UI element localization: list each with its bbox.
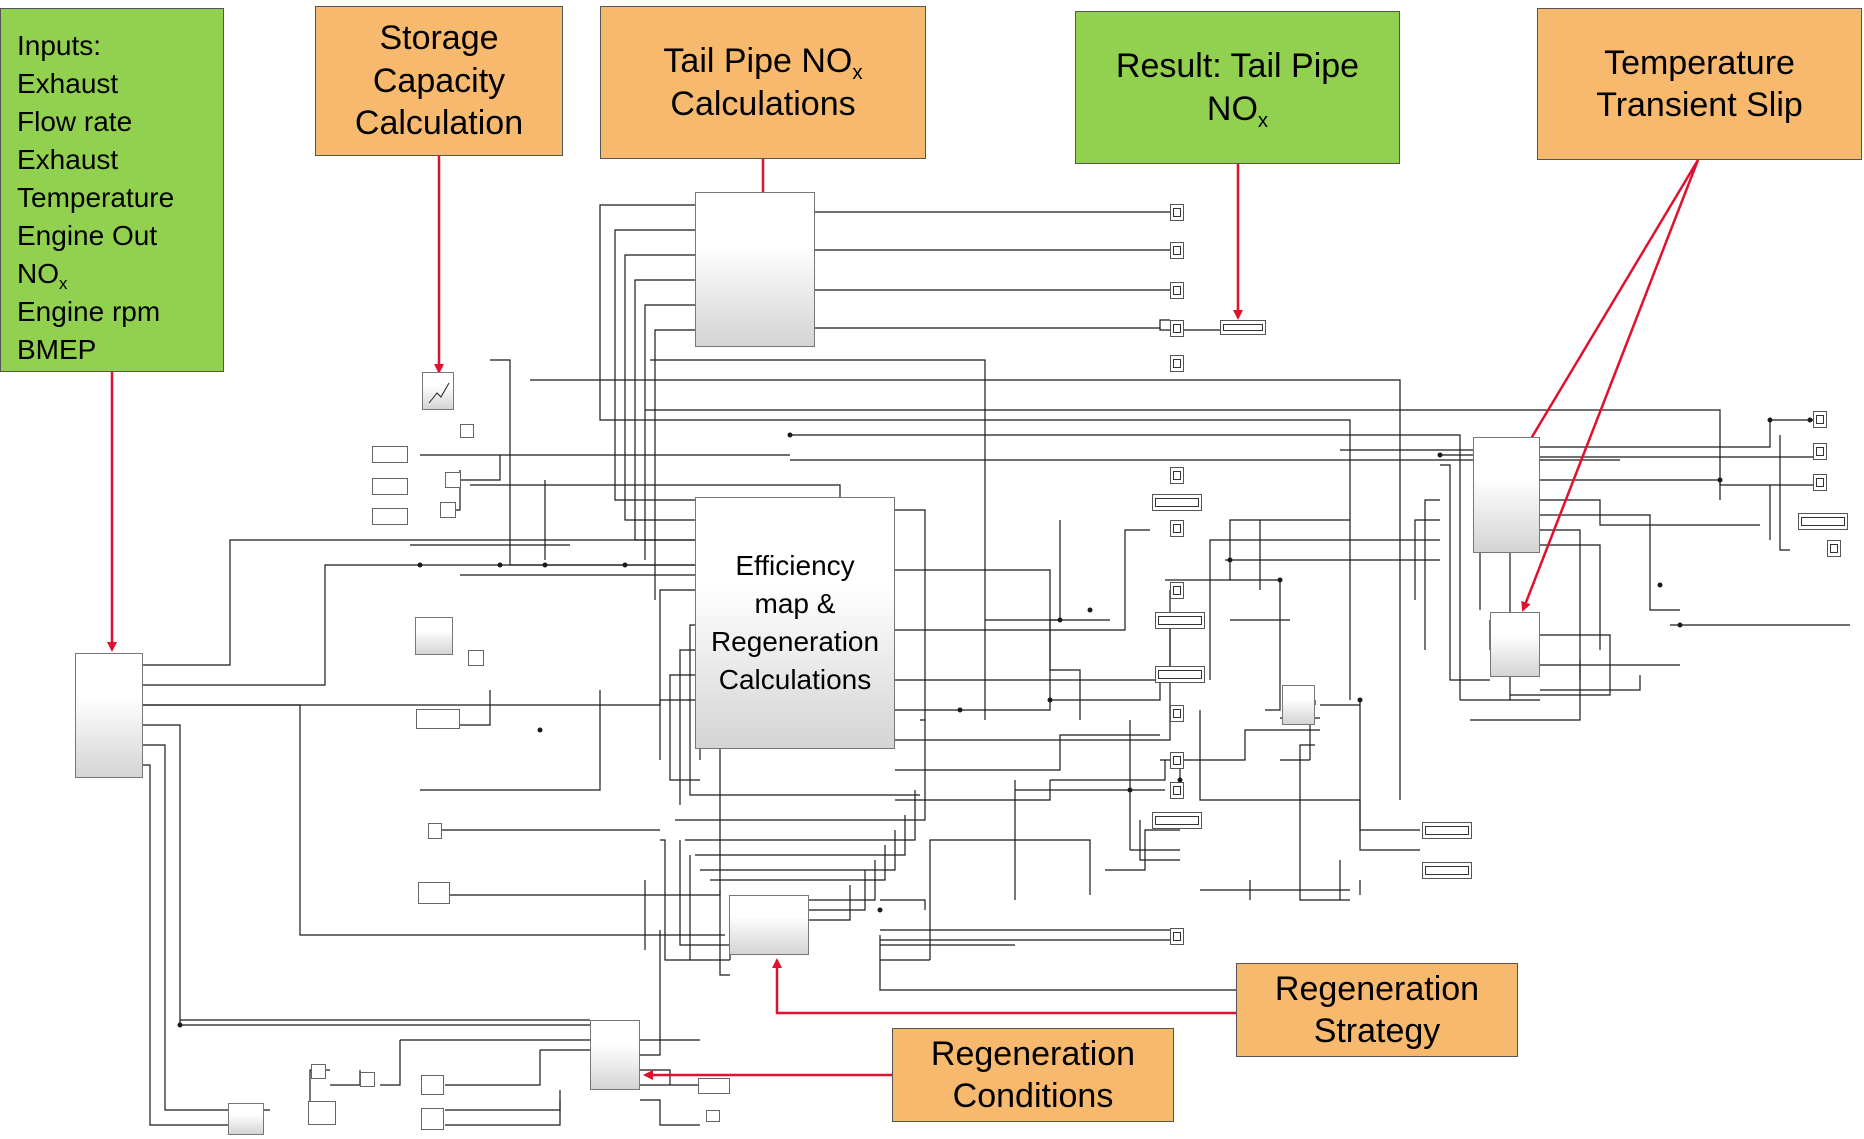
- transient-slip-callout: Temperature Transient Slip: [1537, 8, 1862, 160]
- display-block: [1155, 666, 1205, 683]
- transient-line-2: Transient Slip: [1596, 86, 1803, 124]
- transient-line-1: Temperature: [1604, 43, 1795, 82]
- gain-block: [311, 1064, 326, 1079]
- inputs-line-6: Engine Out: [17, 220, 158, 251]
- constant-block: [428, 823, 442, 839]
- tailpipe-nox-display: [1220, 320, 1266, 335]
- inputs-line-7: NOx: [17, 255, 67, 293]
- switch-block: [468, 650, 484, 666]
- lookup-curve-icon: [428, 382, 450, 404]
- scope-block: [1170, 752, 1184, 769]
- result-nox: NO: [1206, 89, 1258, 128]
- display-block: [1152, 812, 1202, 829]
- display-block: [1422, 862, 1472, 879]
- outport-block: [706, 1110, 720, 1122]
- transient-slip-subsystem-a: [1473, 437, 1540, 553]
- scope-block: [1170, 582, 1184, 599]
- tailpipe-line-1: Tail Pipe NOx: [663, 40, 862, 83]
- display-block: [1422, 822, 1472, 839]
- inputs-line-5: Temperature: [17, 182, 175, 213]
- display-block: [1155, 612, 1205, 629]
- inport-block: [372, 446, 408, 463]
- constant-block: [421, 1075, 444, 1095]
- inputs-line-9: BMEP: [17, 334, 97, 365]
- inputs-nox-sub: x: [59, 273, 68, 293]
- tailpipe-nox-subsystem-block: [695, 192, 815, 347]
- scope-block: [1170, 242, 1184, 259]
- result-line-2: NOx: [1207, 88, 1268, 131]
- constant-block: [416, 709, 460, 729]
- regen-conditions-line-2: Conditions: [952, 1077, 1114, 1115]
- constant-block: [308, 1101, 336, 1125]
- main-block-line-3: Regeneration: [710, 626, 880, 657]
- regeneration-conditions-block: [590, 1020, 640, 1090]
- regeneration-conditions-callout: Regeneration Conditions: [892, 1028, 1174, 1122]
- mux-block-right: [1282, 685, 1315, 725]
- tailpipe-line-2: Calculations: [670, 84, 856, 123]
- regen-strategy-line-1: Regeneration: [1274, 969, 1480, 1008]
- scope-block: [1170, 467, 1184, 484]
- scope-block: [1170, 320, 1184, 337]
- scope-block: [1170, 782, 1184, 799]
- scope-block: [1170, 520, 1184, 537]
- scope-block: [1170, 355, 1184, 372]
- sum-block: [460, 424, 474, 438]
- result-line-1: Result: Tail Pipe: [1115, 47, 1360, 85]
- lookup-table-1d: [422, 372, 454, 410]
- efficiency-regeneration-subsystem-block[interactable]: Efficiency map & Regeneration Calculatio…: [695, 497, 895, 749]
- scope-block: [1813, 474, 1827, 491]
- transient-slip-subsystem-b: [1490, 612, 1540, 677]
- main-block-line-2: map &: [754, 588, 836, 619]
- inputs-callout: Inputs: Exhaust Flow rate Exhaust Temper…: [0, 8, 224, 372]
- inputs-line-8: Engine rpm: [17, 296, 161, 327]
- inputs-line-4: Exhaust: [17, 144, 119, 175]
- main-block-label: Efficiency map & Regeneration Calculatio…: [696, 498, 894, 748]
- constant-block: [421, 1108, 444, 1130]
- tailpipe-nox-callout: Tail Pipe NOx Calculations: [600, 6, 926, 159]
- tailpipe-title: Tail Pipe NO: [663, 42, 853, 80]
- gain-block: [360, 1072, 375, 1087]
- tailpipe-sub: x: [852, 62, 863, 85]
- regeneration-strategy-block: [729, 895, 809, 955]
- inport-block: [372, 508, 408, 525]
- scope-block: [1827, 540, 1841, 557]
- inputs-line-2: Exhaust: [17, 68, 119, 99]
- signal-wires: [142, 204, 1850, 1126]
- constant-block: [418, 882, 450, 904]
- inport-block: [372, 478, 408, 495]
- storage-capacity-callout: Storage Capacity Calculation: [315, 6, 563, 156]
- sum-block: [445, 472, 461, 488]
- inputs-line-3: Flow rate: [17, 106, 133, 137]
- display-block: [1152, 494, 1202, 511]
- red-arrows: [107, 155, 1700, 1080]
- lookup-table-2d: [415, 617, 453, 655]
- outport-block: [698, 1078, 730, 1094]
- scope-block: [1813, 411, 1827, 428]
- scope-block: [1170, 282, 1184, 299]
- result-callout: Result: Tail Pipe NOx: [1075, 11, 1400, 164]
- lookup-table-2d-bottom: [228, 1103, 264, 1135]
- result-sub: x: [1257, 109, 1269, 132]
- storage-line-1: Storage: [379, 19, 499, 58]
- scope-block: [1813, 443, 1827, 460]
- input-subsystem-block: [75, 653, 143, 778]
- regeneration-strategy-callout: Regeneration Strategy: [1236, 963, 1518, 1057]
- inputs-line-1: Inputs:: [17, 30, 102, 61]
- main-block-line-1: Efficiency: [735, 550, 855, 581]
- main-block-line-4: Calculations: [718, 664, 872, 695]
- display-block: [1798, 513, 1848, 530]
- storage-line-3: Calculation: [354, 104, 524, 143]
- scope-block: [1170, 928, 1184, 945]
- regen-conditions-line-1: Regeneration: [930, 1034, 1136, 1073]
- scope-block: [1170, 705, 1184, 722]
- regen-strategy-line-2: Strategy: [1313, 1012, 1441, 1050]
- scope-block: [1170, 204, 1184, 221]
- sum-block: [440, 502, 456, 518]
- inputs-nox: NO: [17, 258, 59, 289]
- storage-line-2: Capacity: [372, 61, 506, 100]
